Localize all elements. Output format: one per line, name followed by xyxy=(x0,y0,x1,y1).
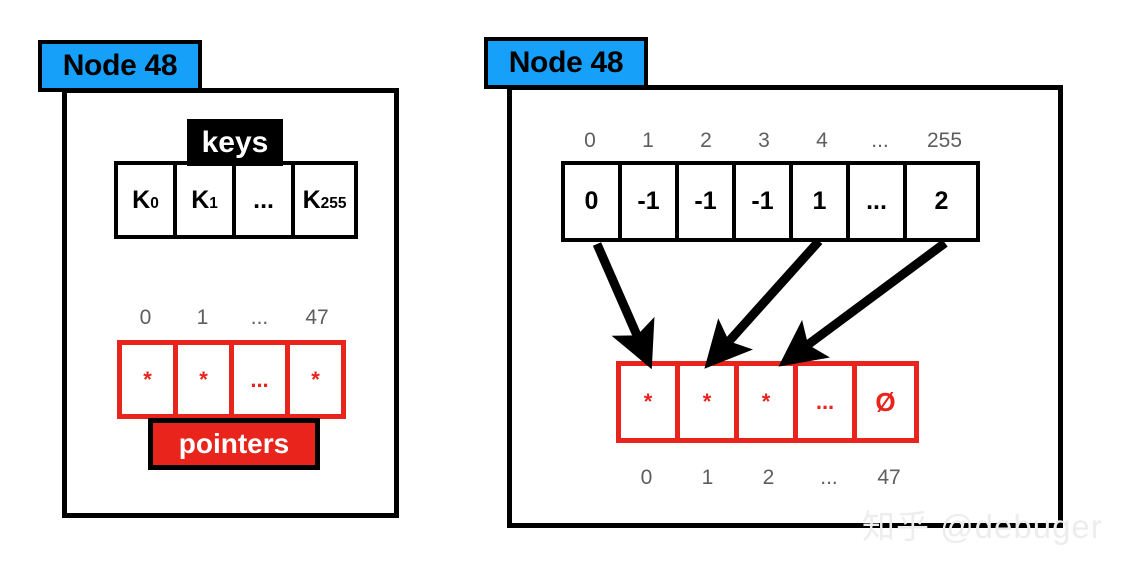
left-pointer-cell-1[interactable]: * xyxy=(178,345,234,414)
right-pointer-index-1: 1 xyxy=(701,466,714,489)
child-index-cell-1[interactable]: -1 xyxy=(622,165,679,238)
keys-cell-ellipsis: ... xyxy=(236,165,296,235)
right-pointer-cell-ellipsis: ... xyxy=(798,366,857,438)
left-pointer-cell-ellipsis: ... xyxy=(234,345,290,414)
child-index-cell-2[interactable]: -1 xyxy=(679,165,736,238)
right-pointer-cell-1[interactable]: * xyxy=(680,366,739,438)
right-child-index-strip: 0 1 2 3 4 ... 255 xyxy=(561,128,980,154)
child-index-cell-0[interactable]: 0 xyxy=(565,165,622,238)
left-pointers-array: * * ... * xyxy=(117,340,346,419)
child-index-label-3: 3 xyxy=(758,129,770,152)
child-index-label-0: 0 xyxy=(584,129,596,152)
child-index-label-2: 2 xyxy=(700,129,712,152)
keys-tag-label: keys xyxy=(187,119,283,166)
right-pointer-cell-47[interactable]: Ø xyxy=(857,366,914,438)
keys-cell-255-base: K xyxy=(302,185,321,214)
child-index-cell-ellipsis: ... xyxy=(850,165,907,238)
right-node-title-label: Node 48 xyxy=(508,46,624,79)
left-pointer-cell-47[interactable]: * xyxy=(290,345,341,414)
keys-cell-0-sub: 0 xyxy=(150,195,159,212)
right-pointer-index-strip: 0 1 2 ... 47 xyxy=(616,465,919,491)
right-node-title-chip: Node 48 xyxy=(484,37,648,89)
child-index-cell-255[interactable]: 2 xyxy=(907,165,976,238)
left-pointer-cell-0[interactable]: * xyxy=(122,345,178,414)
keys-tag-text: keys xyxy=(201,125,269,159)
child-index-cell-4[interactable]: 1 xyxy=(793,165,850,238)
left-node-title-label: Node 48 xyxy=(62,49,178,82)
left-pointer-index-0: 0 xyxy=(139,306,152,329)
right-pointer-cell-2[interactable]: * xyxy=(739,366,798,438)
left-pointer-index-strip: 0 1 ... 47 xyxy=(117,305,346,331)
right-pointers-array: * * * ... Ø xyxy=(616,361,919,443)
left-pointer-index-ellipsis: ... xyxy=(250,306,269,329)
pointers-tag-text: pointers xyxy=(178,428,290,459)
child-index-label-255: 255 xyxy=(926,129,963,152)
pointers-tag-label: pointers xyxy=(148,418,320,470)
child-index-label-4: 4 xyxy=(816,129,828,152)
left-pointer-index-47: 47 xyxy=(305,306,329,329)
left-node-title-chip: Node 48 xyxy=(38,40,202,92)
right-pointer-index-ellipsis: ... xyxy=(820,466,838,489)
keys-cell-255-sub: 255 xyxy=(320,195,347,212)
child-index-label-1: 1 xyxy=(642,129,654,152)
right-child-index-array: 0 -1 -1 -1 1 ... 2 xyxy=(561,161,980,242)
right-pointer-cell-0[interactable]: * xyxy=(621,366,680,438)
watermark: 知乎 @debuger xyxy=(862,508,1103,545)
right-pointer-index-47: 47 xyxy=(877,466,901,489)
child-index-label-ellipsis: ... xyxy=(871,129,889,152)
keys-cell-1-sub: 1 xyxy=(209,195,218,212)
right-pointer-index-2: 2 xyxy=(762,466,775,489)
right-pointer-index-0: 0 xyxy=(640,466,653,489)
left-node-frame xyxy=(62,88,399,518)
left-pointer-index-1: 1 xyxy=(196,306,209,329)
child-index-cell-3[interactable]: -1 xyxy=(736,165,793,238)
keys-cell-0-base: K xyxy=(132,185,151,214)
right-node-frame xyxy=(507,85,1063,528)
keys-cell-1-base: K xyxy=(191,185,210,214)
keys-cell-ellipsis-base: ... xyxy=(253,185,274,214)
